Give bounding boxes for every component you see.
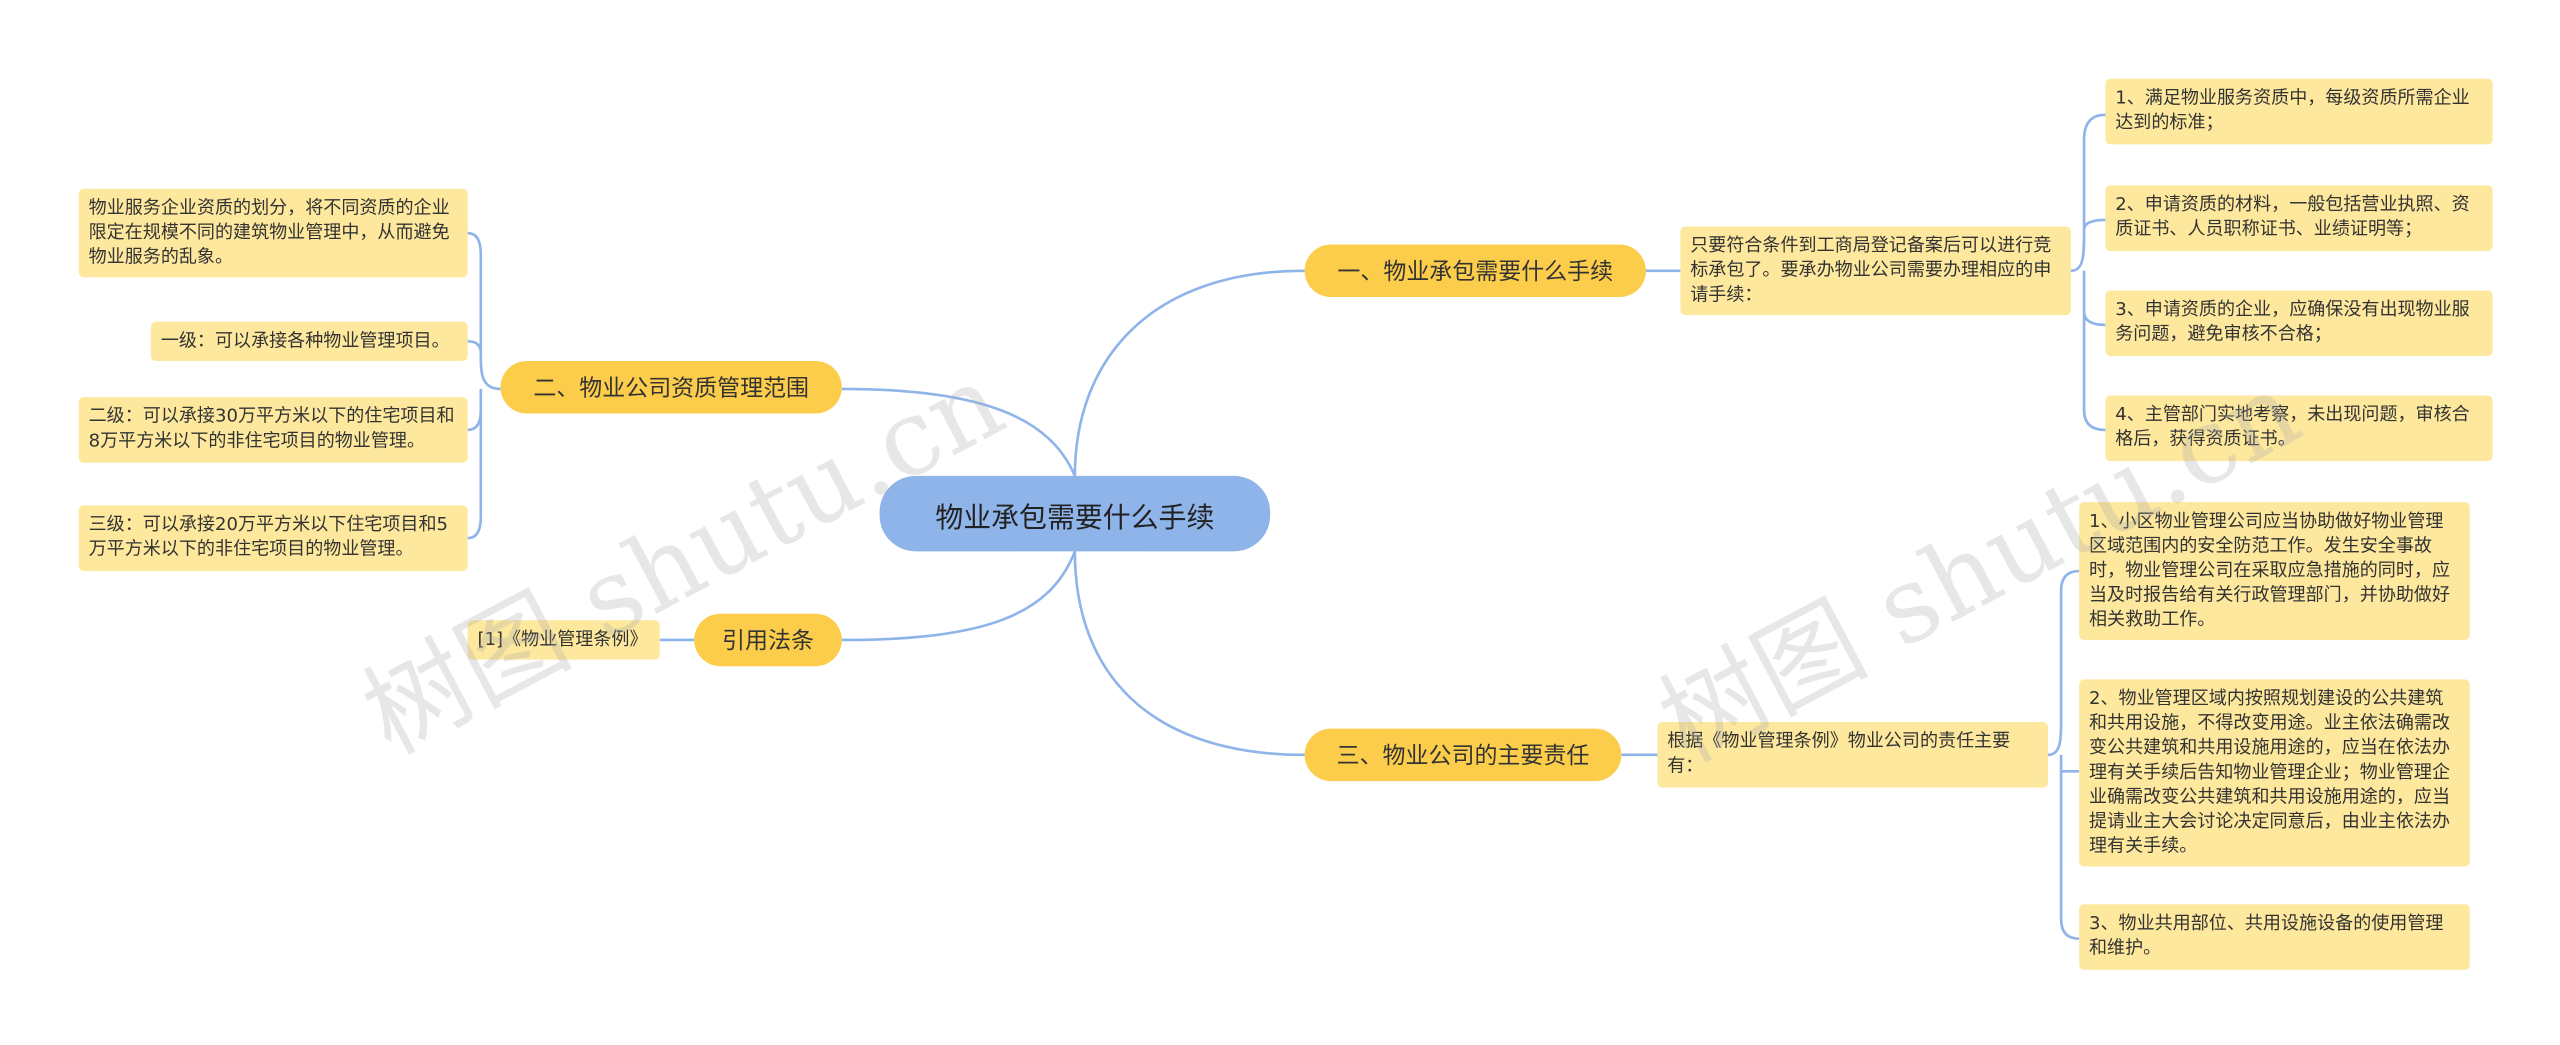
branch-label: 引用法条 — [722, 628, 814, 655]
note-text: 根据《物业管理条例》物业公司的责任主要有： — [1667, 730, 2011, 777]
branch-qualification-scope[interactable]: 二、物业公司资质管理范围 — [500, 361, 842, 414]
note-text: 三级：可以承接20万平方米以下住宅项目和5万平方米以下的非住宅项目的物业管理。 — [88, 513, 448, 560]
b1-item-2[interactable]: 2、申请资质的材料，一般包括营业执照、资质证书、人员职称证书、业绩证明等； — [2105, 185, 2493, 252]
b2-item-1[interactable]: 物业服务企业资质的划分，将不同资质的企业限定在规模不同的建筑物业管理中，从而避免… — [78, 188, 468, 278]
note-text: 2、物业管理区域内按照规划建设的公共建筑和共用设施，不得改变用途。业主依法确需改… — [2088, 687, 2451, 857]
note-text: 只要符合条件到工商局登记备案后可以进行竞标承包了。要承办物业公司需要办理相应的申… — [1690, 234, 2052, 306]
b1-item-4[interactable]: 4、主管部门实地考察，未出现问题，审核合格后，获得资质证书。 — [2105, 395, 2493, 462]
note-text: 2、申请资质的材料，一般包括营业执照、资质证书、人员职称证书、业绩证明等； — [2115, 193, 2470, 240]
b1-item-1[interactable]: 1、满足物业服务资质中，每级资质所需企业达到的标准； — [2105, 78, 2493, 145]
b1-intro-note[interactable]: 只要符合条件到工商局登记备案后可以进行竞标承包了。要承办物业公司需要办理相应的申… — [1680, 226, 2071, 316]
link-b3-items — [2047, 569, 2080, 940]
b3-item-1[interactable]: 1、小区物业管理公司应当协助做好物业管理区域范围内的安全防范工作。发生安全事故时… — [2079, 502, 2470, 640]
b1-item-3[interactable]: 3、申请资质的企业，应确保没有出现物业服务问题，避免审核不合格； — [2105, 290, 2493, 357]
b3-item-2[interactable]: 2、物业管理区域内按照规划建设的公共建筑和共用设施，不得改变用途。业主依法确需改… — [2079, 679, 2470, 867]
link-b2-items — [467, 231, 501, 540]
b3-intro-note[interactable]: 根据《物业管理条例》物业公司的责任主要有： — [1657, 722, 2048, 788]
note-text: 1、小区物业管理公司应当协助做好物业管理区域范围内的安全防范工作。发生安全事故时… — [2088, 510, 2451, 631]
branch-main-responsibilities[interactable]: 三、物业公司的主要责任 — [1304, 728, 1622, 782]
link-b1-items — [2070, 113, 2106, 432]
b3-item-3[interactable]: 3、物业共用部位、共用设施设备的使用管理和维护。 — [2079, 904, 2470, 970]
branch-label: 一、物业承包需要什么手续 — [1337, 259, 1614, 286]
link-root-b2 — [841, 387, 1077, 477]
b2-item-3[interactable]: 二级：可以承接30万平方米以下的住宅项目和8万平方米以下的非住宅项目的物业管理。 — [78, 397, 468, 463]
note-text: 二级：可以承接30万平方米以下的住宅项目和8万平方米以下的非住宅项目的物业管理。 — [88, 405, 455, 452]
link-root-b3 — [1073, 551, 1305, 757]
branch-label: 二、物业公司资质管理范围 — [533, 375, 810, 403]
note-text: 1、满足物业服务资质中，每级资质所需企业达到的标准； — [2115, 86, 2470, 133]
note-text: 3、物业共用部位、共用设施设备的使用管理和维护。 — [2088, 912, 2444, 959]
b2-item-4[interactable]: 三级：可以承接20万平方米以下住宅项目和5万平方米以下的非住宅项目的物业管理。 — [78, 505, 468, 572]
branch-cited-law[interactable]: 引用法条 — [694, 613, 842, 667]
b4-item-1[interactable]: [1]《物业管理条例》 — [467, 620, 660, 660]
link-root-b4 — [841, 550, 1077, 642]
branch-label: 三、物业公司的主要责任 — [1336, 743, 1590, 770]
note-text: [1]《物业管理条例》 — [477, 628, 648, 650]
root-node[interactable]: 物业承包需要什么手续 — [879, 475, 1271, 552]
note-text: 物业服务企业资质的划分，将不同资质的企业限定在规模不同的建筑物业管理中，从而避免… — [88, 196, 450, 268]
note-text: 3、申请资质的企业，应确保没有出现物业服务问题，避免审核不合格； — [2115, 298, 2470, 345]
link-root-b1 — [1073, 269, 1305, 476]
note-text: 一级：可以承接各种物业管理项目。 — [160, 329, 450, 352]
b2-item-2[interactable]: 一级：可以承接各种物业管理项目。 — [150, 321, 468, 362]
note-text: 4、主管部门实地考察，未出现问题，审核合格后，获得资质证书。 — [2115, 403, 2470, 450]
root-label: 物业承包需要什么手续 — [935, 501, 1215, 535]
branch-procedures[interactable]: 一、物业承包需要什么手续 — [1304, 244, 1646, 298]
